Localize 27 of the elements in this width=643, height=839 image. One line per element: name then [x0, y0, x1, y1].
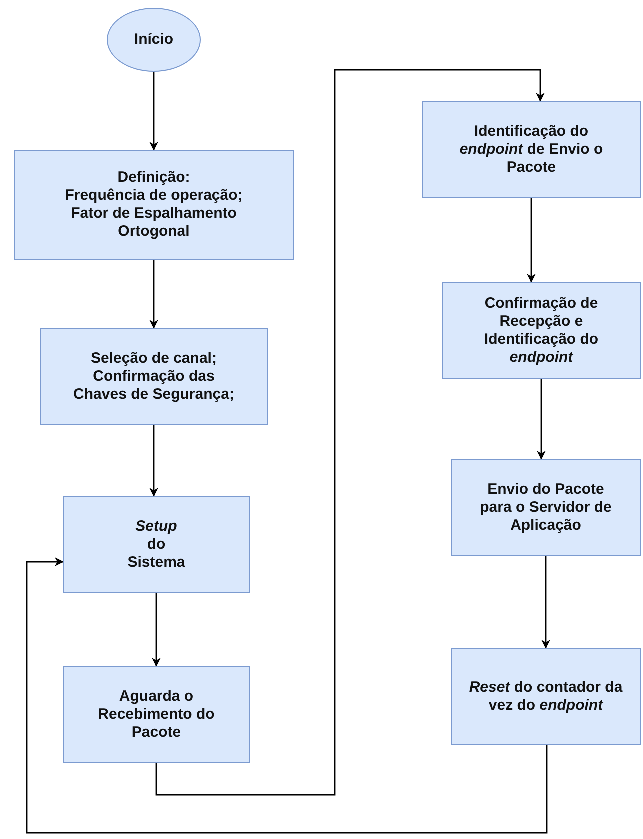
- node-text: Reset do contador da vez do endpoint: [468, 678, 624, 714]
- process-box: [40, 328, 268, 425]
- process-box: [63, 666, 250, 763]
- arrow: [156, 69, 545, 796]
- arrow: [26, 558, 548, 834]
- arrow: [152, 593, 161, 667]
- node-text: Início: [134, 31, 174, 49]
- process-box: [451, 459, 641, 556]
- node-text: Definição:: [118, 169, 190, 187]
- process-box: [422, 101, 641, 198]
- process-box: [14, 150, 294, 260]
- arrow: [150, 425, 158, 497]
- node-text: Aguarda o Recebimento do Pacote: [97, 688, 216, 742]
- process-box: [63, 496, 250, 593]
- node-text: Identificação do endpoint de Envio o Pacote: [458, 122, 604, 176]
- process-box: [451, 648, 641, 745]
- arrow: [537, 379, 546, 460]
- node-text: Frequência de operação; Fator de Espalhamento Ortogonal: [64, 187, 244, 241]
- node-text: Envio do Pacote para o Servidor de Aplicação: [479, 480, 613, 534]
- arrow: [542, 556, 550, 649]
- arrow: [150, 260, 158, 329]
- arrow: [150, 72, 158, 151]
- node-text: Setup do Sistema: [126, 518, 186, 572]
- node-text: Confirmação de Recepção e Identificação do endpoint: [483, 294, 600, 366]
- process-box: [442, 282, 641, 379]
- arrow: [527, 198, 536, 283]
- node-text: Seleção de canal; Confirmação das Chaves de Segurança;: [72, 350, 236, 404]
